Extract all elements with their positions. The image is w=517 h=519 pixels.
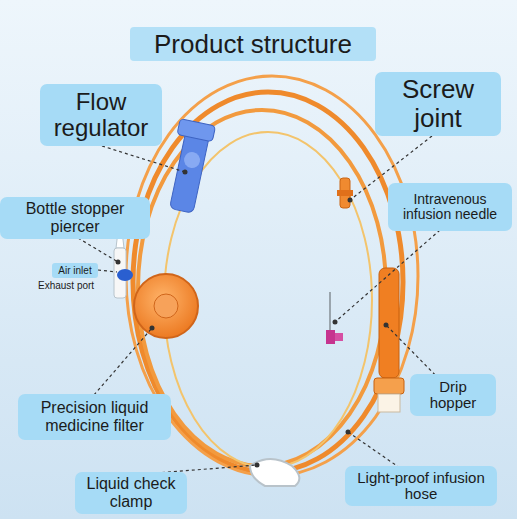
regulator-body — [169, 128, 210, 213]
callout-label: Precision liquid medicine filter — [22, 399, 167, 434]
leader-line — [98, 270, 117, 272]
callout-box: Precision liquid medicine filter — [18, 394, 171, 440]
screw-joint-part — [337, 178, 353, 208]
leader-dot — [116, 260, 121, 265]
callout-box: Screw joint — [375, 72, 501, 136]
check-clamp — [250, 459, 299, 486]
callout-label: Bottle stopper piercer — [4, 200, 146, 235]
needle-wing — [335, 333, 343, 341]
title: Product structure — [130, 27, 376, 61]
leader-dot — [333, 320, 338, 325]
callout-box: Drip hopper — [410, 374, 496, 416]
callout-box: Intravenous infusion needle — [388, 183, 512, 231]
leader-line — [102, 146, 185, 172]
callout-box: Flow regulator — [40, 84, 162, 146]
hopper-body — [379, 268, 399, 378]
callout-label: Light-proof infusion hose — [349, 470, 493, 503]
leader-dot — [346, 430, 351, 435]
leader-dot — [255, 463, 260, 468]
joint-thread — [337, 190, 353, 196]
needle-shaft — [329, 292, 331, 330]
air-inlet-cap — [117, 269, 133, 281]
leader-line — [348, 432, 400, 468]
regulator-wheel — [183, 151, 202, 170]
callout-label: Drip hopper — [414, 379, 492, 412]
needle-hub — [326, 330, 335, 344]
callout-label: Intravenous infusion needle — [392, 192, 508, 223]
leader-line — [78, 238, 118, 262]
hopper-cap — [378, 394, 400, 412]
callout-box: Bottle stopper piercer — [0, 197, 150, 239]
leader-dot — [183, 170, 188, 175]
filter-hub — [154, 294, 178, 318]
leader-line — [94, 328, 152, 395]
callout-label: Air inlet — [58, 265, 91, 276]
part-label: Exhaust port — [38, 280, 94, 291]
leader-line — [335, 230, 440, 322]
leader-dot — [384, 323, 389, 328]
leader-dot — [150, 326, 155, 331]
callout-box: Air inlet — [52, 263, 98, 278]
flow-regulator-part — [162, 119, 216, 215]
callout-box: Liquid check clamp — [75, 472, 187, 514]
callout-label: Liquid check clamp — [79, 475, 183, 510]
regulator-head — [177, 119, 216, 142]
callout-label: Screw joint — [379, 75, 497, 132]
callout-box: Light-proof infusion hose — [345, 466, 497, 506]
callout-label: Flow regulator — [44, 89, 158, 142]
hopper-base — [374, 378, 404, 394]
drip-hopper-part — [374, 268, 404, 412]
leader-dot — [348, 198, 353, 203]
tube-loop — [133, 92, 403, 472]
filter-disc — [134, 274, 198, 338]
